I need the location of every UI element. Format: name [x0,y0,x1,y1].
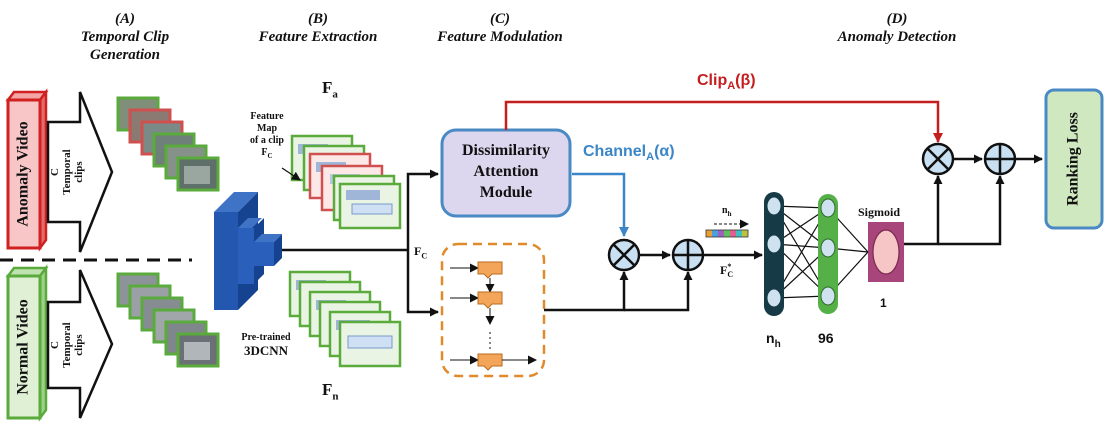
sigmoid-to-multiply [904,175,943,246]
layer1-sub: h [774,338,781,350]
normal-arrow-temporal: Temporal [61,322,73,367]
clip-attention-label: ClipA(β) [697,72,756,92]
section-c-letter: (C) [490,11,510,27]
module-to-multiply [544,271,629,312]
section-d-header: (D) Anomaly Detection [812,10,982,46]
layer3-label: 1 [880,296,887,310]
dam-label-2: Attention [473,163,539,180]
strip-nh-sub: h [727,210,732,218]
fn-main: F [322,380,333,399]
modulation-internals [450,261,537,371]
fc-star-sub: C [727,270,734,280]
feature-map-note: Feature Map of a clip FC [240,111,294,162]
pretrained-label-2: 3DCNN [243,343,289,358]
anomaly-arrow-clips: clips [73,161,85,183]
clip-attention-arrow [504,100,943,143]
clip-arrow-normal [46,269,114,419]
clip-multiply-op [921,142,955,176]
section-a-letter: (A) [115,11,135,27]
fc-label: FC [414,244,427,260]
anomaly-arrow-temporal: Temporal [61,149,73,194]
fa-main: F [322,78,333,97]
normal-arrow-clips: clips [73,334,85,356]
channel-multiply-op [607,238,641,272]
fc-main: F [414,244,422,258]
normal-arrow-c: C [49,341,61,349]
strip-nh-main: n [722,205,728,216]
normal-feature-maps [288,270,402,368]
normal-video-label: Normal Video [15,299,32,395]
feature-map-pointer [281,167,301,181]
feature-map-note-3: of a clip [250,135,284,146]
anomaly-clip-frames [116,96,220,192]
feature-map-fc-sub: C [267,152,273,160]
section-c-header: (C) Feature Modulation [420,10,580,46]
module-to-add [624,271,693,312]
clip-arrow-anomaly [46,91,114,253]
feature-modulation-block [440,242,546,378]
layer1-label: nh [766,330,781,350]
clip-sub: A [727,80,736,93]
channel-sub: A [646,151,655,164]
pretrained-3dcnn [214,192,282,310]
to-module-arrow [406,250,439,317]
section-b-header: (B) Feature Extraction [238,10,398,46]
channel-add-op [671,238,705,272]
sigmoid-to-add [938,175,1005,246]
normal-video-block [5,264,49,422]
to-dam-arrow [406,169,439,250]
section-b-letter: (B) [308,11,328,27]
section-d-letter: (D) [886,11,908,27]
section-d-title: Anomaly Detection [837,29,957,45]
fa-sub: a [332,88,338,101]
feature-map-note-2: Map [257,123,277,134]
fn-label: Fn [322,380,339,402]
dam-label: Dissimilarity Attention Module [442,140,570,203]
clip-add-op [983,142,1017,176]
section-a-title-2: Generation [89,47,160,63]
fc-star-label: F*C [720,262,733,279]
anomaly-video-block [5,88,49,252]
layer1-main: n [766,330,775,346]
fn-sub: n [332,390,339,403]
layer2-label: 96 [818,330,834,346]
ranking-loss-label: Ranking Loss [1065,112,1082,206]
channel-attention-label: ChannelA(α) [583,143,675,163]
fc-sub: C [421,251,428,261]
pretrained-label-1: Pre-trained [241,332,291,343]
feature-map-fc: F [261,147,268,158]
feature-map-note-1: Feature [250,111,284,122]
fa-label: Fa [322,78,338,100]
channel-main: Channel [583,143,647,160]
anomaly-video-label: Anomaly Video [15,121,32,226]
fully-connected-network [764,192,904,316]
clip-main: Clip [697,72,728,89]
clip-arg: (β) [735,72,756,89]
ranking-loss-box [1044,88,1104,230]
dam-label-1: Dissimilarity [462,142,550,159]
section-a-title-1: Temporal Clip [80,29,170,45]
section-b-title: Feature Extraction [258,29,378,45]
section-a-header: (A) Temporal Clip Generation [70,10,180,64]
fc-star-main: F [720,263,728,277]
strip-nh-label: nh [722,205,731,218]
dam-label-3: Module [479,184,533,201]
fc-star-sup: * [727,262,732,271]
pretrained-label: Pre-trained 3DCNN [236,332,296,359]
feature-vector-strip [705,219,749,238]
anomaly-feature-maps [290,134,402,230]
channel-arg: (α) [654,143,675,160]
channel-attention-arrow [572,172,629,237]
anomaly-arrow-c: C [49,168,61,176]
sigmoid-label: Sigmoid [858,205,901,219]
section-c-title: Feature Modulation [437,29,563,45]
normal-clip-frames [116,272,220,368]
